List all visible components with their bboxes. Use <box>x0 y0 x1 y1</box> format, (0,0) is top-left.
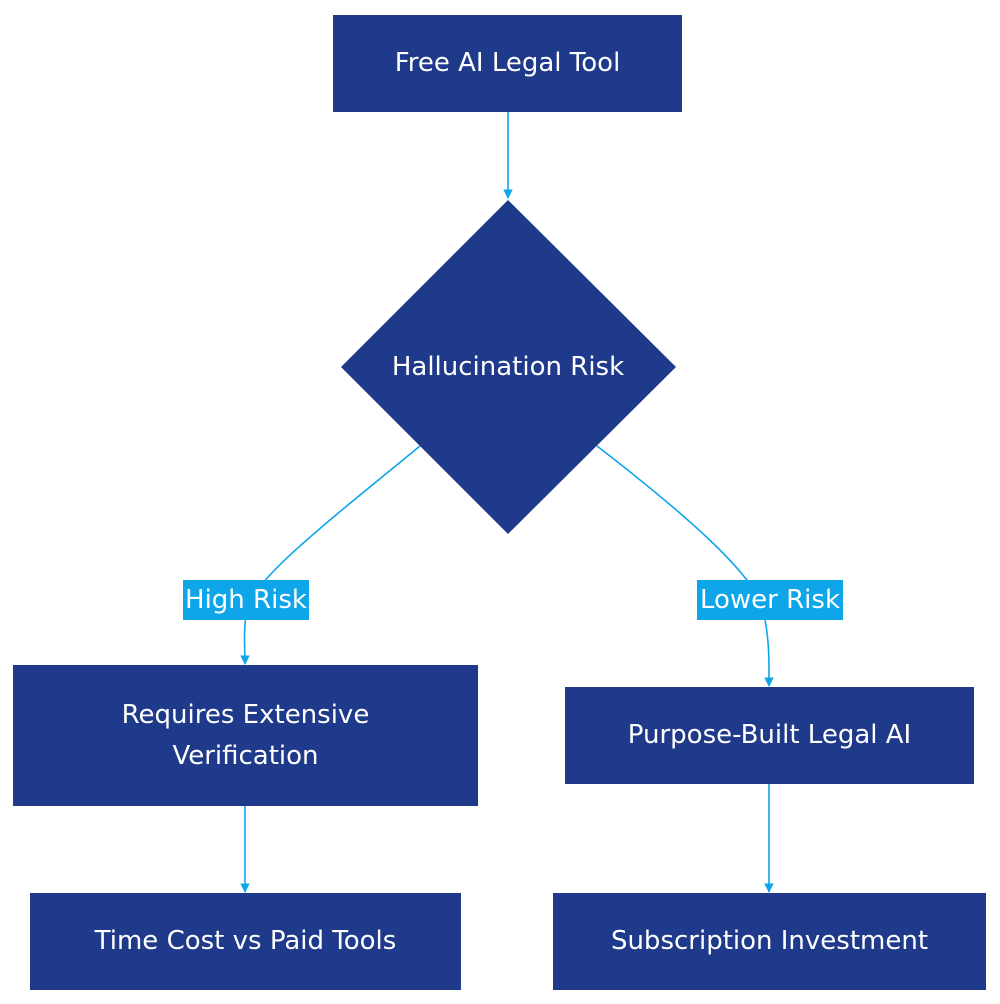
node-time-cost-label: Time Cost vs Paid Tools <box>94 926 397 956</box>
node-verification-label-line1: Requires Extensive <box>121 699 370 730</box>
node-time-cost-vs-paid-tools: Time Cost vs Paid Tools <box>30 893 461 990</box>
edge-label-lower-risk-text: Lower Risk <box>699 585 841 615</box>
node-subscription-investment: Subscription Investment <box>553 893 986 990</box>
node-free-ai-legal-tool-label: Free AI Legal Tool <box>394 48 621 78</box>
node-requires-extensive-verification: Requires Extensive Verification <box>13 665 478 806</box>
node-purpose-built-legal-ai-label: Purpose-Built Legal AI <box>627 720 912 750</box>
decision-diamond <box>341 200 676 534</box>
node-purpose-built-legal-ai: Purpose-Built Legal AI <box>565 687 974 784</box>
edge-label-high-risk-text: High Risk <box>185 585 307 615</box>
node-verification-label-line2: Verification <box>172 740 319 771</box>
edge-decision-to-legal-ai <box>596 445 774 687</box>
node-hallucination-risk: Hallucination Risk <box>341 340 675 394</box>
node-free-ai-legal-tool: Free AI Legal Tool <box>333 15 682 112</box>
node-hallucination-risk-label: Hallucination Risk <box>391 352 625 382</box>
edge-label-lower-risk: Lower Risk <box>697 580 843 620</box>
node-subscription-investment-label: Subscription Investment <box>610 926 929 956</box>
edge-decision-to-verification <box>240 445 421 665</box>
edge-label-high-risk: High Risk <box>183 580 309 620</box>
